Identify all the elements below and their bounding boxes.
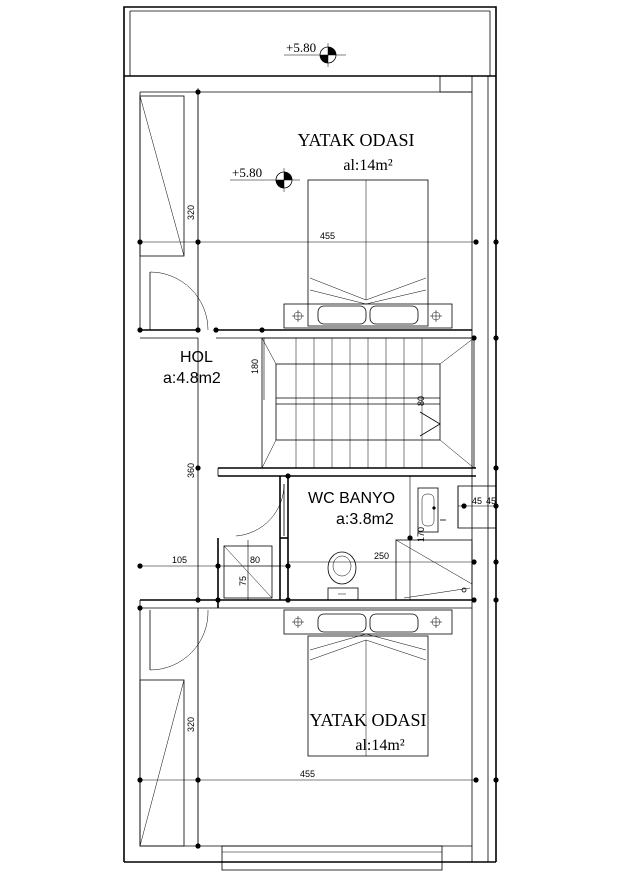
dim-bath-width: 250 — [374, 551, 389, 561]
shower-icon — [395, 539, 473, 601]
bathroom-name: WC BANYO — [308, 490, 395, 507]
stair-icon — [261, 337, 475, 469]
bottom-bedroom-name: YATAK ODASI — [309, 710, 426, 730]
dim-hall-stair-width: 180 — [250, 359, 260, 374]
dim-top-bedroom-depth: 320 — [186, 205, 196, 220]
top-bedroom-name: YATAK ODASI — [297, 130, 414, 150]
dim-hall-length: 360 — [186, 463, 196, 478]
bottom-bedroom-area: al:14m² — [355, 737, 404, 754]
balcony-level-label: +5.80 — [286, 40, 316, 55]
dim-stair-flight: 80 — [416, 396, 426, 406]
dim-shaft-width: 80 — [250, 555, 260, 565]
door-swing-icon — [149, 271, 285, 671]
bedroom-level-label: +5.80 — [232, 165, 262, 180]
hall-area: a:4.8m2 — [163, 370, 221, 387]
bed-icon — [283, 609, 453, 757]
dim-hall-width: 105 — [172, 555, 187, 565]
bed-icon — [283, 179, 453, 329]
dim-bath-depth: 170 — [416, 527, 426, 542]
dim-top-bedroom-width: 455 — [320, 231, 335, 241]
dim-side-a: 45 — [472, 496, 482, 506]
top-bedroom-area: al:14m² — [343, 157, 392, 174]
level-marker-icon — [284, 43, 346, 67]
dimension-dots — [137, 89, 499, 849]
bathroom-area: a:3.8m2 — [336, 511, 394, 528]
dim-bottom-bedroom-depth: 320 — [186, 717, 196, 732]
dim-shaft-depth: 75 — [238, 576, 248, 586]
toilet-icon — [327, 551, 359, 601]
sink-icon — [417, 487, 446, 533]
hall-name: HOL — [180, 349, 213, 366]
dim-bottom-bedroom-width: 455 — [300, 769, 315, 779]
level-marker-icon — [230, 168, 300, 192]
dim-side-b: 45 — [486, 496, 496, 506]
